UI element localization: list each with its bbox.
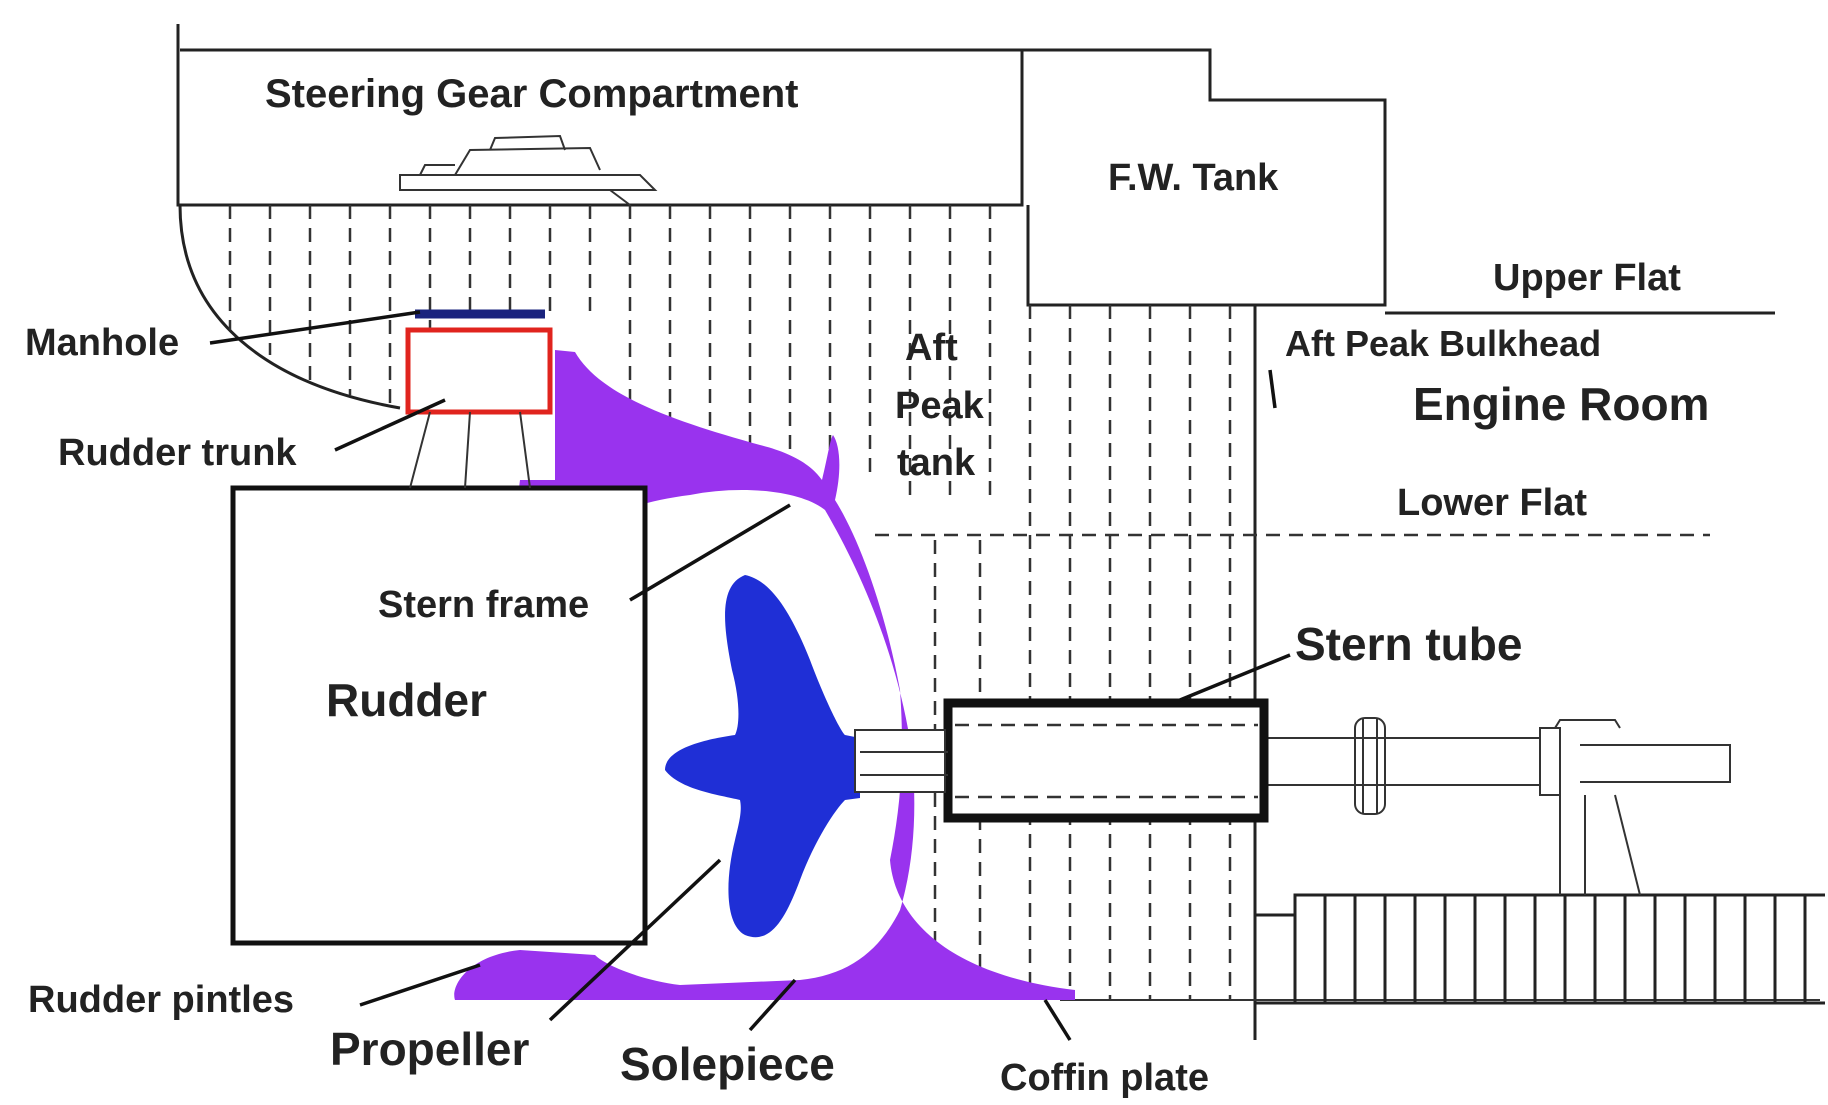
label-aft-peak-tank-2: Peak bbox=[895, 385, 985, 427]
label-manhole: Manhole bbox=[25, 322, 179, 364]
hull-outline bbox=[178, 204, 401, 410]
propeller-shaft-end bbox=[860, 751, 948, 776]
label-lower-flat: Lower Flat bbox=[1397, 482, 1587, 524]
label-stern-tube: Stern tube bbox=[1295, 618, 1522, 670]
stern-tube bbox=[943, 698, 1269, 823]
rudder-stock bbox=[409, 411, 531, 489]
label-aft-peak-bulkhead: Aft Peak Bulkhead bbox=[1285, 323, 1601, 364]
steering-gear-compartment bbox=[176, 24, 1387, 307]
rudder-trunk-outline bbox=[405, 327, 553, 415]
label-aft-peak-tank-3: tank bbox=[897, 442, 976, 484]
label-coffin-plate: Coffin plate bbox=[1000, 1057, 1209, 1099]
label-solepiece: Solepiece bbox=[620, 1038, 835, 1090]
leader-lines bbox=[209, 310, 1291, 1041]
label-rudder: Rudder bbox=[326, 674, 487, 726]
label-upper-flat: Upper Flat bbox=[1493, 257, 1681, 299]
propeller-shape bbox=[665, 575, 860, 938]
engine-double-bottom bbox=[1255, 893, 1825, 1005]
rudder-body bbox=[230, 485, 648, 946]
label-steering-gear: Steering Gear Compartment bbox=[265, 72, 798, 116]
propeller-hub bbox=[854, 729, 946, 793]
label-fw-tank: F.W. Tank bbox=[1108, 157, 1279, 199]
label-rudder-pintles: Rudder pintles bbox=[28, 979, 294, 1021]
label-propeller: Propeller bbox=[330, 1023, 530, 1075]
label-engine-room: Engine Room bbox=[1413, 378, 1709, 430]
label-rudder-trunk: Rudder trunk bbox=[58, 432, 297, 474]
label-aft-peak-tank-1: Aft bbox=[905, 327, 958, 369]
label-stern-frame: Stern frame bbox=[378, 584, 589, 626]
propeller-shaft bbox=[1265, 717, 1731, 896]
